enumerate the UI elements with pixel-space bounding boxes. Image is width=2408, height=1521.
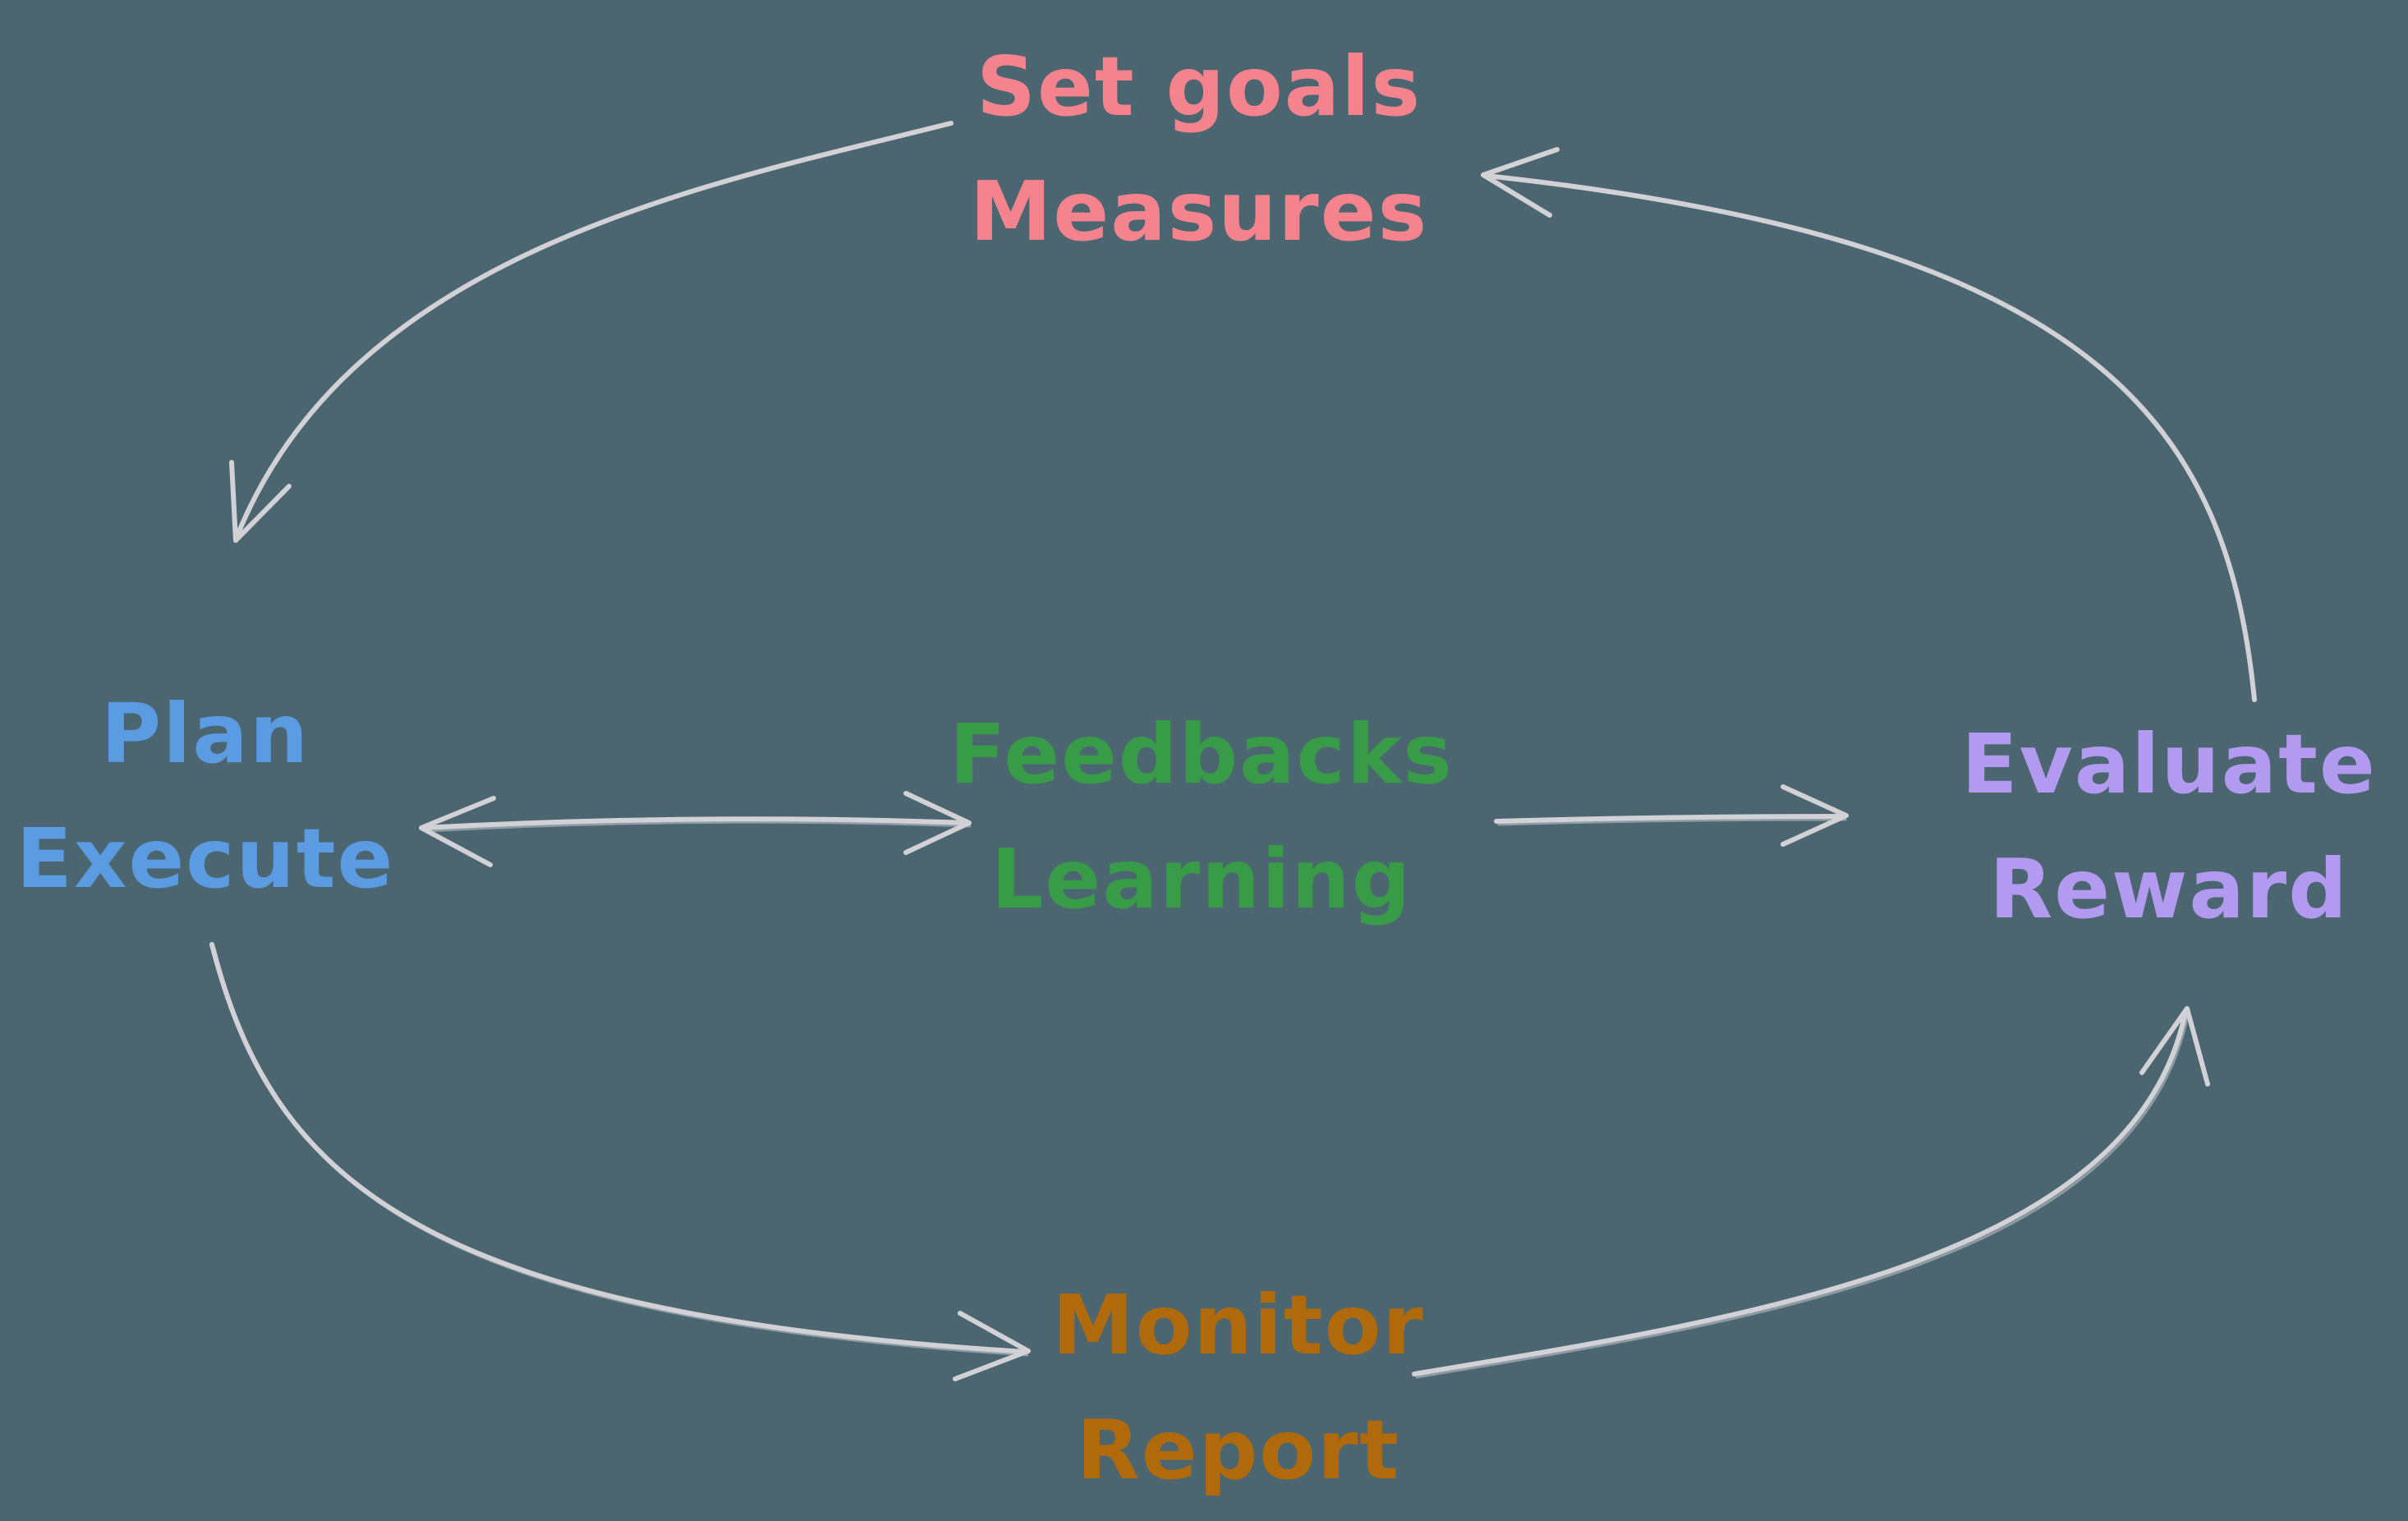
arrow-plan-to-monitor-head <box>953 1311 1031 1381</box>
node-evaluate-reward-line1: Evaluate <box>1961 716 2377 812</box>
arrow-plan-feedbacks-right-head <box>903 791 972 855</box>
node-evaluate-reward: Evaluate Reward <box>1961 702 2377 952</box>
arrow-evaluate-to-setgoals <box>1481 147 2257 702</box>
arrow-plan-to-monitor <box>209 942 1031 1381</box>
arrow-plan-feedbacks-shaft-sketch <box>424 820 972 833</box>
arrow-monitor-to-evaluate <box>1412 1006 2210 1379</box>
arrow-feedbacks-to-evaluate-head <box>1781 784 1849 847</box>
arrow-feedbacks-to-evaluate-shaft <box>1494 814 1845 824</box>
node-monitor-report-line1: Monitor <box>1052 1277 1425 1373</box>
node-feedbacks-learning: Feedbacks Learning <box>949 692 1454 942</box>
arrow-plan-feedbacks-left-head <box>419 796 496 867</box>
arrow-evaluate-to-setgoals-head <box>1481 147 1560 218</box>
arrow-feedbacks-to-evaluate-shaft-sketch <box>1497 818 1847 826</box>
arrow-feedbacks-to-evaluate <box>1494 784 1849 847</box>
node-monitor-report: Monitor Report <box>1052 1263 1425 1513</box>
node-monitor-report-line2: Report <box>1076 1402 1401 1498</box>
arrow-monitor-to-evaluate-shaft <box>1412 1009 2188 1376</box>
node-plan-execute-line1: Plan <box>100 686 310 782</box>
node-plan-execute-line2: Execute <box>16 811 395 907</box>
arrow-setgoals-to-plan <box>229 121 954 543</box>
arrow-monitor-to-evaluate-head <box>2139 1006 2210 1087</box>
arrow-plan-feedbacks-shaft <box>420 816 970 830</box>
node-feedbacks-learning-line2: Learning <box>990 831 1413 927</box>
arrow-plan-to-monitor-shaft-sketch <box>213 946 1029 1357</box>
arrow-plan-feedbacks-bidirectional <box>419 791 972 867</box>
arrow-evaluate-to-setgoals-shaft <box>1484 173 2257 702</box>
node-set-goals-line1: Set goals <box>976 39 1422 135</box>
arrow-setgoals-to-plan-shaft <box>235 121 954 538</box>
arrow-monitor-to-evaluate-shaft-sketch <box>1415 1013 2190 1379</box>
arrow-setgoals-to-plan-head <box>229 460 292 543</box>
node-set-goals-line2: Measures <box>969 163 1429 260</box>
node-evaluate-reward-line2: Reward <box>1989 841 2349 937</box>
node-feedbacks-learning-line1: Feedbacks <box>949 706 1454 802</box>
node-set-goals: Set goals Measures <box>970 25 1428 274</box>
node-plan-execute: Plan Execute <box>16 672 395 921</box>
arrow-plan-to-monitor-shaft <box>209 942 1027 1354</box>
